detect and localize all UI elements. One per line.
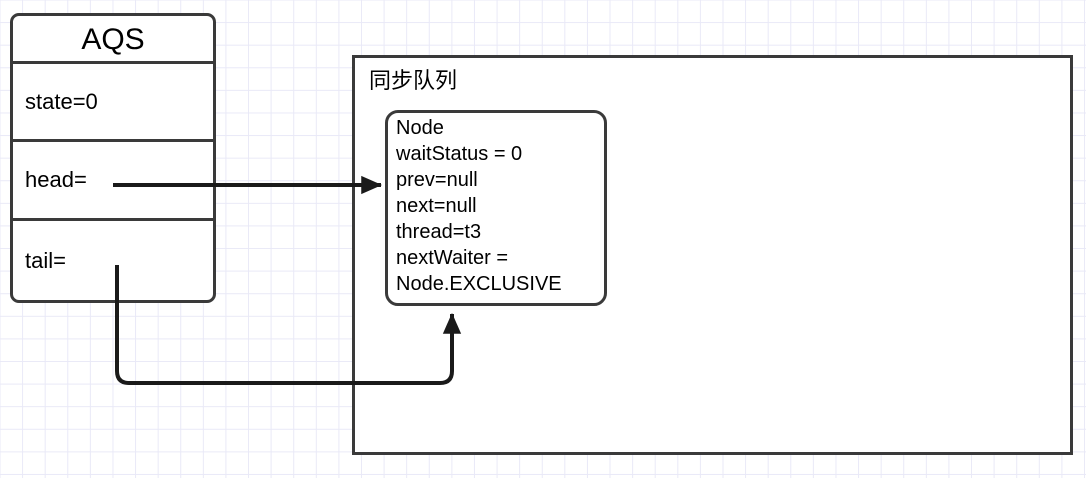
node-line-next: next=null <box>396 195 477 217</box>
node-line-type: Node <box>396 117 444 139</box>
aqs-box: AQS state=0 head= tail= <box>10 13 216 303</box>
aqs-row-head: head= <box>13 142 213 221</box>
aqs-title: AQS <box>13 16 213 64</box>
node-line-nextwaiter: nextWaiter = <box>396 247 509 269</box>
aqs-row-state-label: state=0 <box>25 88 98 114</box>
node-line-exclusive: Node.EXCLUSIVE <box>396 273 562 295</box>
aqs-row-state: state=0 <box>13 64 213 142</box>
aqs-row-tail: tail= <box>13 221 213 300</box>
node-line-waitstatus: waitStatus = 0 <box>396 143 523 165</box>
aqs-row-head-label: head= <box>25 167 87 192</box>
sync-queue-label: 同步队列 <box>369 68 458 93</box>
node-line-thread: thread=t3 <box>396 221 482 243</box>
node-line-prev: prev=null <box>396 169 478 191</box>
node-box: Node waitStatus = 0 prev=null next=null … <box>385 110 607 306</box>
aqs-row-tail-label: tail= <box>25 247 66 273</box>
